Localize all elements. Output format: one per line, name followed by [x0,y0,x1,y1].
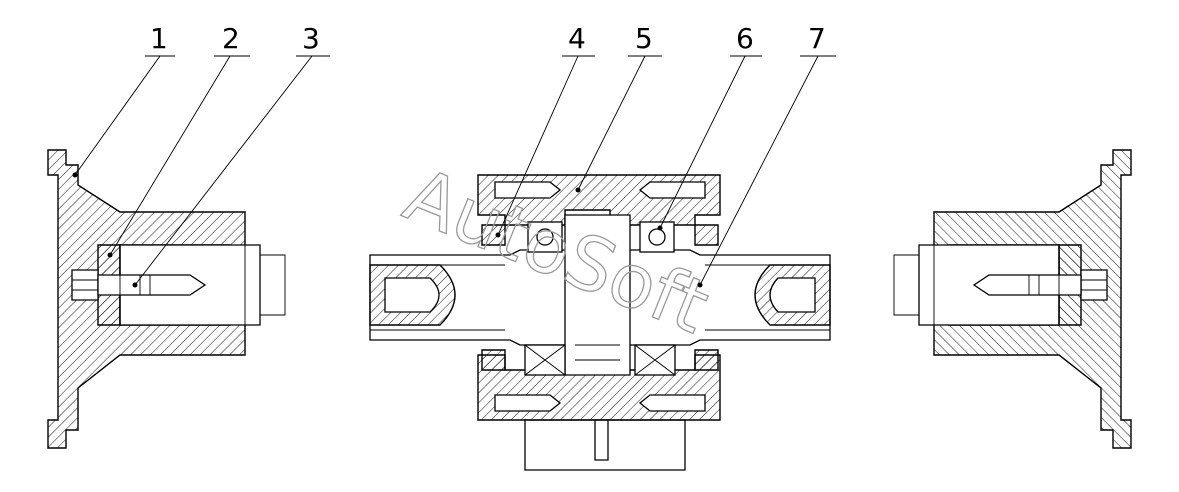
bottom-right-bolt [638,394,706,412]
top-right-bolt [638,181,706,199]
left-ball-bearing [527,221,563,253]
right-nut-lines [1081,279,1107,291]
right-roller-bearing [634,344,676,376]
right-flange-assembly [893,149,1132,449]
callout-1: 1 [150,22,168,55]
left-flange-assembly [47,149,286,449]
callout-7: 7 [808,22,826,55]
center-hub-assembly [369,174,831,471]
hub-lines [575,344,620,361]
right-bore-step [893,245,935,325]
left-nut-lines [72,279,98,291]
right-ball-bearing [639,221,675,253]
central-hub [564,214,631,376]
left-stud-bolt [97,274,207,296]
right-seal [694,224,719,246]
left-bore-step [244,245,286,325]
right-nut-hex [1080,269,1108,301]
callout-2: 2 [222,22,240,55]
right-bore-cavity [769,277,816,313]
right-bolt-thread [1028,275,1060,295]
mounting-tab [594,419,609,461]
right-seal-lower [694,349,719,371]
callout-6: 6 [736,22,754,55]
callout-leaders [74,55,836,286]
top-left-bolt [494,181,562,199]
right-stud-bolt [972,274,1082,296]
left-bore-cavity [384,277,440,313]
left-nut-hex [71,269,99,301]
left-seal-lower [481,349,506,371]
left-roller-bearing [524,344,566,376]
callout-dots [72,172,703,288]
callout-3: 3 [302,22,320,55]
callout-5: 5 [635,22,653,55]
callout-4: 4 [568,22,586,55]
bottom-left-bolt [494,394,562,412]
left-seal [481,224,506,246]
